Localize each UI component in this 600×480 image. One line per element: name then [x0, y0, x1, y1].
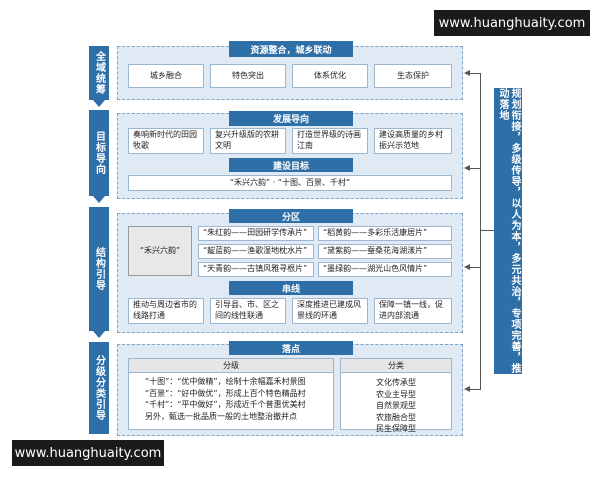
connector-to-right: [480, 230, 494, 231]
grade-line-1: “十图”：“优中做精”，绘制十余幅嘉禾村景图: [145, 377, 306, 386]
grade-line-4: 另外，甄选一批品质一般的土地整治撤并点: [145, 411, 297, 421]
item-farming: 复兴升级版的农耕文明: [210, 128, 286, 154]
type-header-box: 分类 文化传承型 农业主导型 自然景观型 农旅融合型 民生保障型: [340, 358, 452, 433]
side-label-structure: 结构引导: [89, 207, 109, 331]
grade-header: 分级: [129, 359, 333, 373]
header-points: 落点: [229, 341, 353, 355]
grade-line-2: “百景”：“好中做优”，形成上百个特色精品村: [145, 388, 306, 398]
watermark-bottom: www.huanghuaity.com: [12, 440, 164, 466]
header-lines: 串线: [229, 281, 353, 295]
zone-cyan: “天青韵——古镇风雅寻根片”: [198, 262, 314, 277]
line-provinces: 推动与周边省市的线路打通: [128, 298, 204, 324]
grade-lines: “十图”：“优中做精”，绘制十余幅嘉禾村景图 “百景”：“好中做优”，形成上百个…: [129, 373, 333, 422]
connector-h4: [469, 389, 481, 390]
header-development: 发展导向: [229, 111, 353, 126]
item-ecology: 生态保护: [374, 64, 452, 88]
side-arrow-3: [93, 331, 105, 338]
side-arrow-2: [93, 196, 105, 203]
item-system: 体系优化: [292, 64, 368, 88]
grade-header-box: 分级 “十图”：“优中做精”，绘制十余幅嘉禾村景图 “百景”：“好中做优”，形成…: [128, 358, 334, 430]
right-label-planning: 规划衔接，多级传导，以人为本，多元共治，专项完善，推动落地: [494, 88, 522, 374]
main-six-rhymes: “禾兴六韵”: [128, 226, 192, 276]
connector-h1: [469, 73, 481, 74]
connector-h2: [469, 168, 481, 169]
item-urban-rural: 城乡融合: [128, 64, 204, 88]
item-jiangnan: 打造世界级的诗画江南: [292, 128, 368, 154]
zone-red: “朱红韵——田园研学传承片”: [198, 226, 314, 241]
header-zoning: 分区: [229, 209, 353, 223]
side-label-grading: 分级分类引导: [89, 342, 109, 434]
header-build-goal: 建设目标: [229, 158, 353, 172]
type-header: 分类: [341, 359, 451, 373]
zone-green: “墨绿韵——湖光山色风情片”: [318, 262, 452, 277]
item-pastoral: 奏响新时代的田园牧歌: [128, 128, 204, 154]
connector-arrow-4: [464, 386, 470, 392]
line-counties: 引导县、市、区之间的线性联通: [210, 298, 286, 324]
goal-text: “禾兴六韵” · “十图、百景、千村”: [128, 175, 452, 191]
side-label-goal: 目标导向: [89, 110, 109, 196]
grade-line-3: “千村”：“平中做好”，形成近千个普惠优美村: [145, 400, 306, 410]
zone-blue: “靛蓝韵——渔歌湿地枕水片”: [198, 244, 314, 259]
type-list: 文化传承型 农业主导型 自然景观型 农旅融合型 民生保障型: [341, 373, 451, 435]
item-feature: 特色突出: [210, 64, 286, 88]
connector-h3: [469, 267, 481, 268]
connector-arrow-3: [464, 264, 470, 270]
connector-arrow-1: [464, 70, 470, 76]
type-item-3: 自然景观型: [376, 401, 416, 411]
type-item-2: 农业主导型: [376, 389, 416, 399]
line-town: 保障一镇一线，促进内部流通: [374, 298, 452, 324]
type-item-5: 民生保障型: [376, 424, 416, 434]
zone-yellow: “稻黄韵——多彩乐活康居片”: [318, 226, 452, 241]
connector-arrow-2: [464, 165, 470, 171]
type-item-1: 文化传承型: [376, 378, 416, 387]
item-demo: 建设高质量的乡村振兴示范地: [374, 128, 452, 154]
connector-vertical: [480, 73, 481, 389]
side-arrow-1: [93, 100, 105, 107]
watermark-top: www.huanghuaity.com: [434, 10, 590, 36]
line-loop: 深度推进已建成风景线的环通: [292, 298, 368, 324]
side-label-global: 全域统筹: [89, 46, 109, 100]
type-item-4: 农旅融合型: [376, 412, 416, 422]
zone-purple: “黛紫韵——蚕桑花海湖漾片”: [318, 244, 452, 259]
header-resource-integration: 资源整合，城乡联动: [229, 41, 353, 57]
